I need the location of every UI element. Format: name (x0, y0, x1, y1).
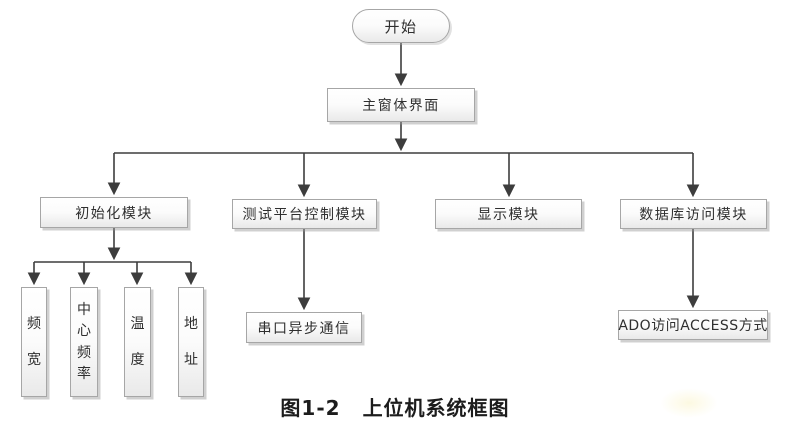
node-test-platform-module: 测试平台控制模块 (232, 199, 377, 229)
scan-artifact (660, 388, 718, 418)
node-center-frequency: 中心频率 (70, 287, 98, 397)
node-bandwidth: 频宽 (21, 287, 47, 397)
node-serial-comm: 串口异步通信 (246, 312, 362, 343)
node-temperature: 温度 (124, 287, 151, 397)
node-display-module: 显示模块 (435, 199, 582, 229)
figure-number: 图1-2 (280, 396, 341, 420)
node-ado-access: ADO访问ACCESS方式 (618, 310, 768, 340)
node-database-module: 数据库访问模块 (620, 199, 767, 229)
node-start: 开始 (352, 9, 450, 43)
figure-caption: 图1-2 上位机系统框图 (0, 392, 790, 421)
node-init-module: 初始化模块 (40, 197, 188, 228)
figure-title: 上位机系统框图 (362, 396, 510, 420)
node-main-window: 主窗体界面 (327, 88, 475, 122)
node-address: 地址 (178, 287, 204, 397)
